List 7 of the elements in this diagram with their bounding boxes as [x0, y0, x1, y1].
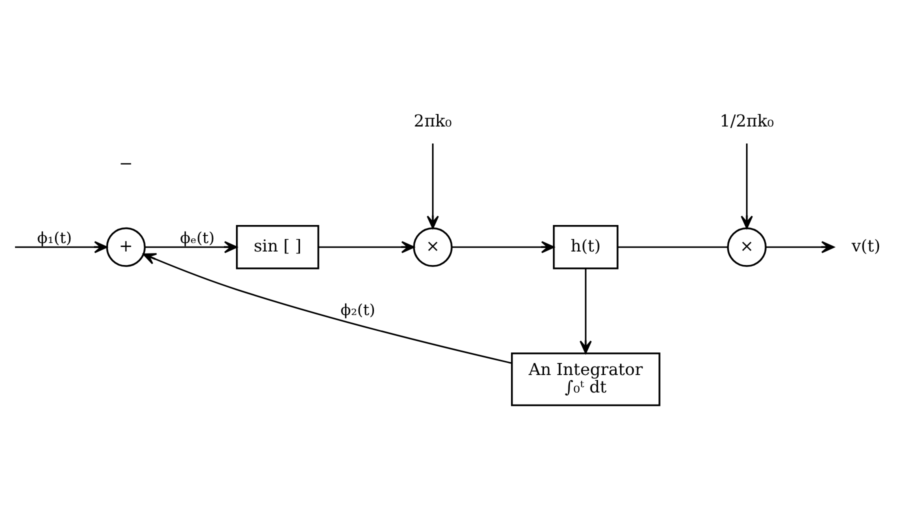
edge-label: ϕ₂(t) — [340, 300, 376, 318]
node-text: v(t) — [852, 236, 880, 255]
label: − — [118, 153, 133, 172]
edge-label: ϕₑ(t) — [180, 228, 215, 246]
node-text: 1/2πk₀ — [720, 110, 774, 130]
edge-label: ϕ₁(t) — [37, 228, 72, 246]
node-text: 2πk₀ — [414, 110, 452, 130]
